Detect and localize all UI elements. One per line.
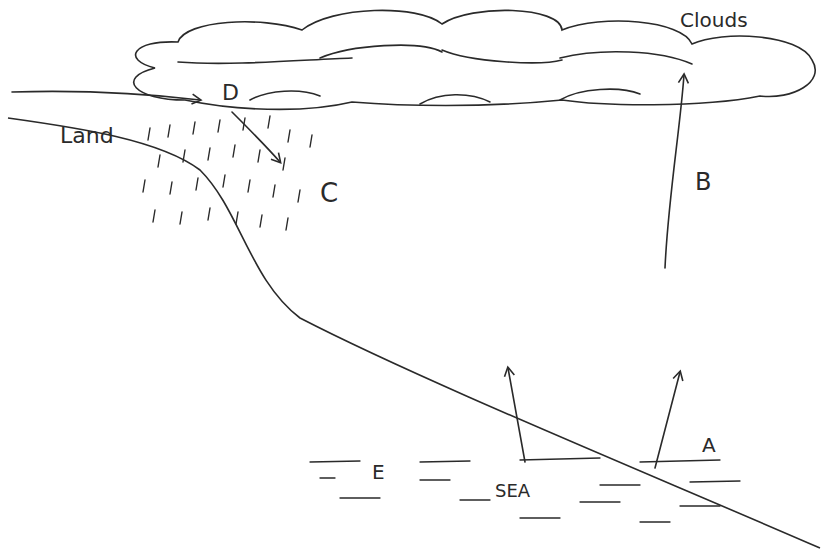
callout-label: B — [695, 170, 711, 194]
callout-label: SEA — [495, 482, 530, 500]
callout-label: E — [372, 462, 385, 482]
callout-label: A — [702, 435, 716, 455]
callout-label: C — [320, 180, 338, 206]
node-text: Clouds — [680, 10, 790, 30]
cloud-node: Clouds — [680, 10, 790, 44]
cloud-outline — [134, 10, 816, 109]
sea-water — [310, 458, 740, 522]
callout-label: D — [222, 82, 239, 104]
callout-label: Land — [60, 125, 114, 147]
flow-arrows — [12, 75, 684, 468]
rain-drops — [143, 116, 312, 230]
land-profile — [8, 118, 820, 548]
